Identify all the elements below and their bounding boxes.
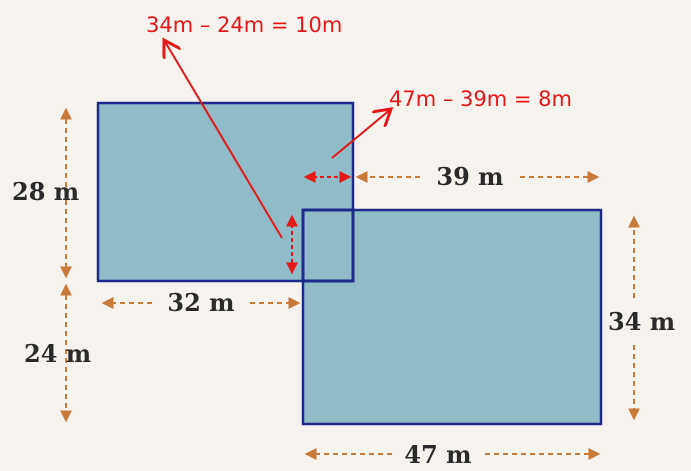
vertical-overlap-equation: 34m – 24m = 10m <box>146 13 342 37</box>
dimension-arrows <box>60 107 640 460</box>
left-height-label: 28 m <box>12 177 79 206</box>
right-width-label: 47 m <box>404 440 471 469</box>
offset-label: 39 m <box>436 162 503 191</box>
horizontal-overlap-equation: 47m – 39m = 8m <box>389 87 572 111</box>
horizontal-overlap-pointer <box>331 109 391 159</box>
right-rectangle <box>301 208 603 426</box>
left-width-label: 32 m <box>167 288 234 317</box>
lower-gap-label: 24 m <box>24 339 91 368</box>
right-height-label: 34 m <box>608 307 675 336</box>
overlap-region <box>301 208 355 283</box>
vertical-overlap-pointer <box>164 40 283 239</box>
